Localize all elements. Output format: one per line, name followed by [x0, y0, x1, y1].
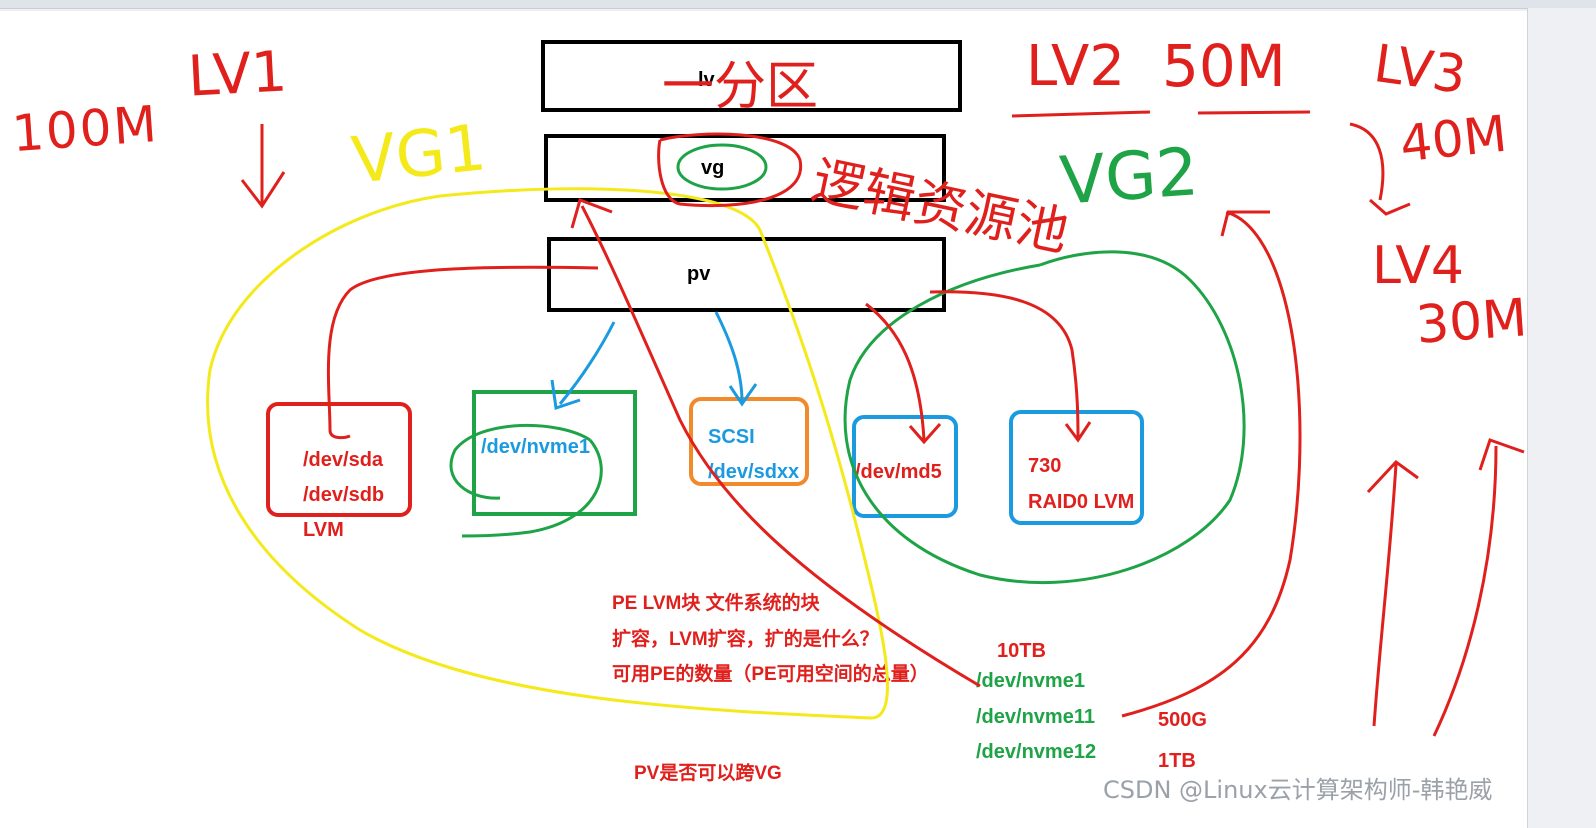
- md5-label: /dev/md5: [855, 461, 942, 483]
- right-up-arrow-1: [1366, 460, 1419, 727]
- nvme1-label: /dev/nvme1: [481, 436, 590, 458]
- hand-50m-label: 50M: [1162, 32, 1286, 100]
- disk-nvme11-label: /dev/nvme11: [976, 706, 1095, 728]
- pv-to-scsi-arrow: [714, 311, 758, 407]
- size-1tb-label: 1TB: [1158, 750, 1196, 772]
- pe-block-note: PE LVM块 文件系统的块: [612, 593, 820, 614]
- lv1-down-arrow: [240, 124, 286, 209]
- sda-label: /dev/sda: [303, 449, 384, 471]
- disk-nvme1-label: /dev/nvme1: [976, 670, 1085, 692]
- sdb-label: /dev/sdb: [303, 484, 385, 506]
- hand-lv1-label: LV1: [186, 39, 289, 110]
- pv-cross-vg-question: PV是否可以跨VG: [634, 763, 782, 784]
- window-top-bar: [0, 0, 1596, 9]
- hand-lv4-label: LV4: [1372, 236, 1464, 296]
- hand-vg2-label: VG2: [1057, 133, 1201, 220]
- pv-box: pv: [547, 237, 946, 312]
- expansion-note: 扩容，LVM扩容，扩的是什么？: [612, 629, 879, 650]
- hand-partition-label: 一分区: [662, 57, 819, 117]
- hand-vg1-label: VG1: [348, 111, 490, 199]
- csdn-watermark: CSDN @Linux云计算架构师-韩艳威: [1103, 776, 1493, 804]
- size-10tb-label: 10TB: [997, 640, 1046, 662]
- lv-box: lv: [541, 40, 962, 112]
- lvm-label: LVM: [303, 519, 344, 541]
- hand-40m-label: 40M: [1397, 104, 1510, 174]
- scsi-label: SCSI: [708, 426, 755, 448]
- lv2-underline-1: [1011, 110, 1151, 118]
- hand-30m-label: 30M: [1414, 288, 1530, 356]
- raid-number-label: 730: [1028, 455, 1062, 477]
- lv2-underline-2: [1197, 110, 1311, 115]
- right-up-arrow-2: [1432, 438, 1525, 737]
- sdxx-label: /dev/sdxx: [708, 461, 800, 483]
- hand-lv2-label: LV2: [1026, 34, 1125, 99]
- canvas-top-edge: [0, 9, 1527, 11]
- hand-lv3-label: LV3: [1370, 33, 1470, 107]
- available-pe-note: 可用PE的数量（PE可用空间的总量）: [612, 664, 929, 685]
- canvas-right-margin: [1527, 8, 1596, 828]
- size-500g-label: 500G: [1158, 709, 1207, 731]
- vg-label: vg: [701, 157, 725, 179]
- disk-nvme12-label: /dev/nvme12: [976, 741, 1097, 763]
- raid-type-label: RAID0 LVM: [1028, 491, 1135, 513]
- pv-label: pv: [687, 263, 711, 285]
- lv-label: lv: [698, 69, 715, 91]
- hand-100m-label: 100M: [10, 94, 161, 164]
- size-to-vg2-arrow: [1121, 210, 1302, 718]
